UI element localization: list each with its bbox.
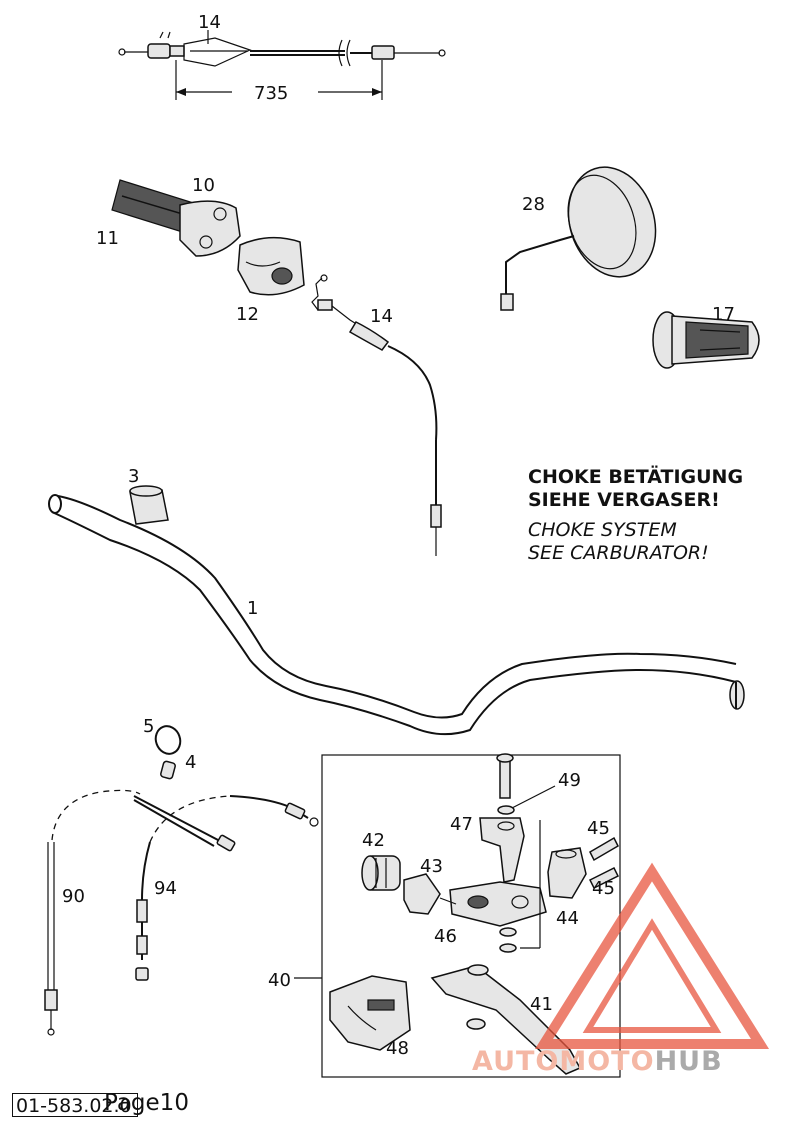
part-label-41: 41 — [530, 994, 553, 1015]
part-label-12: 12 — [236, 304, 259, 325]
part-label-48: 48 — [386, 1038, 409, 1059]
note-line-3: CHOKE SYSTEM — [528, 519, 677, 541]
part-label-17: 17 — [712, 304, 735, 325]
part-label-45-bottom: 45 — [592, 878, 615, 899]
clutch-assembly-box — [294, 753, 621, 1078]
part-label-44: 44 — [556, 908, 579, 929]
part-label-47: 47 — [450, 814, 473, 835]
note-line-4: SEE CARBURATOR! — [528, 542, 709, 564]
part-label-49: 49 — [558, 770, 581, 791]
part-label-10: 10 — [192, 175, 215, 196]
throttle-housing-cover — [237, 236, 305, 296]
part-label-3: 3 — [128, 466, 139, 487]
part-label-5: 5 — [143, 716, 154, 737]
dimension-label: 735 — [254, 83, 288, 104]
handlebar-sleeve — [129, 485, 169, 525]
dimension-line: 735 — [176, 83, 382, 104]
throttle-cable-assembly — [118, 31, 446, 100]
watermark-text: AUTOMOTOHUB — [472, 1046, 723, 1077]
part-label-45-top: 45 — [587, 818, 610, 839]
note-line-2: SIEHE VERGASER! — [528, 489, 720, 511]
part-label-40: 40 — [268, 970, 291, 991]
part-label-14: 14 — [198, 12, 221, 33]
part-label-1: 1 — [247, 598, 258, 619]
part-label-46: 46 — [434, 926, 457, 947]
document-code: 01-583.02.0 — [12, 1093, 138, 1117]
part-label-4: 4 — [185, 752, 196, 773]
note-line-1: CHOKE BETÄTIGUNG — [528, 464, 743, 488]
part-label-28: 28 — [522, 194, 545, 215]
part-label-11: 11 — [96, 228, 119, 249]
mirror — [500, 166, 657, 311]
page-number: Page10 — [104, 1090, 189, 1116]
part-label-14-choke: 14 — [370, 306, 393, 327]
choke-cable — [311, 274, 442, 556]
throttle-grip — [111, 179, 241, 257]
clutch-cable — [44, 789, 236, 1036]
circlip — [154, 725, 182, 755]
clutch-cable-94 — [135, 795, 319, 981]
part-label-42: 42 — [362, 830, 385, 851]
part-label-90: 90 — [62, 886, 85, 907]
watermark-logo-icon — [534, 862, 770, 1049]
handlebar — [48, 494, 745, 736]
left-grip — [652, 311, 760, 369]
part-label-43: 43 — [420, 856, 443, 877]
part-label-94: 94 — [154, 878, 177, 899]
pin — [160, 760, 176, 780]
